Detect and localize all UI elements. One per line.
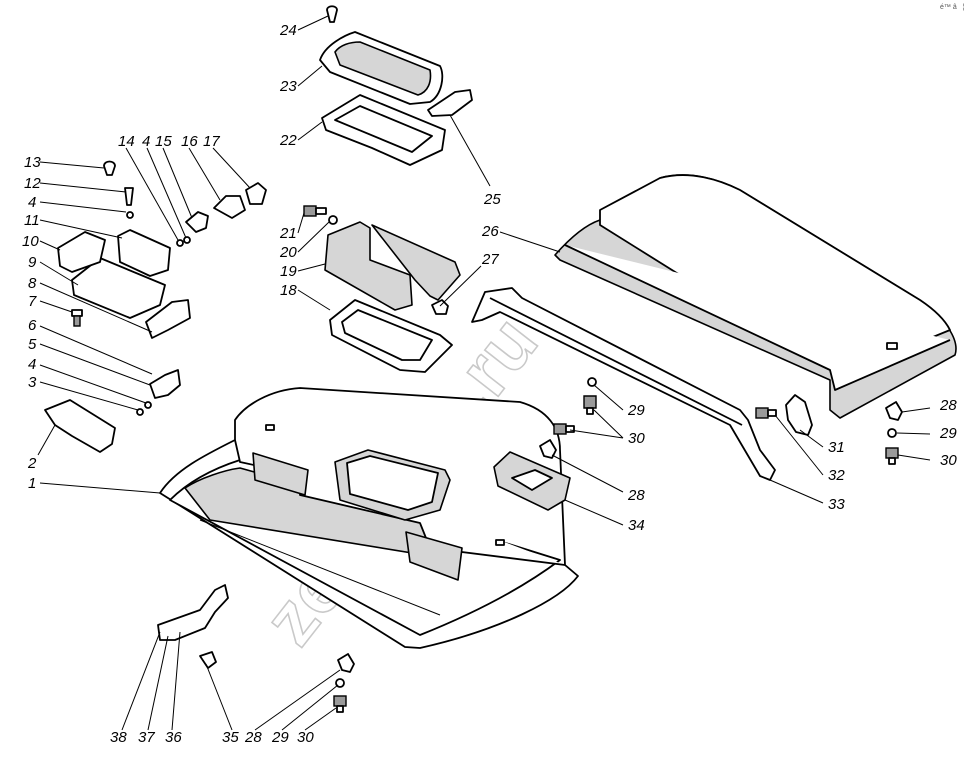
part-28-clip-right bbox=[885, 401, 903, 421]
part-7-screw bbox=[71, 309, 83, 327]
part-15-contact bbox=[185, 211, 209, 233]
part-10-lamp-housing bbox=[57, 231, 106, 273]
callout-26: 26 bbox=[481, 223, 499, 240]
part-4-washer-mid bbox=[183, 236, 191, 244]
corner-mark: é™ â¦ bbox=[940, 4, 964, 11]
callout-9: 9 bbox=[28, 254, 37, 271]
callout-36: 36 bbox=[165, 729, 182, 746]
part-2-handle bbox=[44, 399, 116, 453]
part-30-screw-b bbox=[553, 423, 575, 435]
part-36-bracket bbox=[157, 584, 229, 641]
part-33-rail bbox=[471, 287, 776, 481]
callout-12: 12 bbox=[24, 175, 41, 192]
callout-28: 28 bbox=[627, 487, 645, 504]
leader-lines bbox=[37, 15, 931, 731]
part-29-washer bbox=[587, 377, 597, 387]
callout-10: 10 bbox=[22, 233, 39, 250]
callout-24: 24 bbox=[279, 22, 297, 39]
part-29-washer-right bbox=[887, 428, 897, 438]
part-30-screw bbox=[583, 395, 597, 415]
callout-35: 35 bbox=[222, 729, 239, 746]
callout-2: 2 bbox=[27, 455, 37, 472]
callout-11: 11 bbox=[24, 212, 40, 229]
callout-8: 8 bbox=[28, 275, 37, 292]
callout-4c: 4 bbox=[142, 133, 150, 150]
callout-30r: 30 bbox=[940, 452, 957, 469]
callout-4: 4 bbox=[28, 356, 36, 373]
callout-17: 17 bbox=[203, 133, 220, 150]
callout-38: 38 bbox=[110, 729, 127, 746]
part-35-screw bbox=[199, 651, 217, 669]
part-27-stop bbox=[431, 299, 449, 315]
callout-1: 1 bbox=[28, 475, 36, 492]
part-8-clip bbox=[145, 299, 191, 339]
part-3-nut bbox=[136, 408, 144, 416]
callout-32: 32 bbox=[828, 467, 845, 484]
part-14-nut bbox=[176, 239, 184, 247]
callout-29: 29 bbox=[627, 402, 645, 419]
callout-29r: 29 bbox=[939, 425, 957, 442]
part-12-screw bbox=[124, 187, 134, 206]
callout-27: 27 bbox=[481, 251, 499, 268]
callout-16: 16 bbox=[181, 133, 198, 150]
callout-23: 23 bbox=[279, 78, 297, 95]
part-11-lens bbox=[117, 229, 171, 277]
callout-30b: 30 bbox=[297, 729, 314, 746]
callout-18: 18 bbox=[280, 282, 297, 299]
callout-13: 13 bbox=[24, 154, 41, 171]
callout-5: 5 bbox=[28, 336, 37, 353]
callout-29b: 29 bbox=[271, 729, 289, 746]
part-1-ceiling-panel bbox=[159, 387, 579, 649]
part-32-screw bbox=[755, 407, 777, 419]
part-30-screw-bottom bbox=[333, 695, 347, 713]
callout-20: 20 bbox=[279, 244, 297, 261]
part-28-clip bbox=[539, 439, 557, 459]
part-19-frame bbox=[324, 221, 413, 311]
callout-15: 15 bbox=[155, 133, 172, 150]
callout-7: 7 bbox=[28, 293, 37, 310]
callout-22: 22 bbox=[279, 132, 297, 149]
callout-30: 30 bbox=[628, 430, 645, 447]
part-17-switch bbox=[245, 182, 267, 205]
callout-25: 25 bbox=[483, 191, 501, 208]
callout-37: 37 bbox=[138, 729, 155, 746]
part-26-cover bbox=[554, 174, 957, 419]
part-21-screw bbox=[303, 205, 327, 217]
callout-6: 6 bbox=[28, 317, 37, 334]
part-6-bracket bbox=[149, 369, 181, 399]
part-16-socket bbox=[213, 195, 246, 219]
callout-31: 31 bbox=[828, 439, 845, 456]
part-13-screw bbox=[103, 160, 116, 176]
part-30-screw-right bbox=[885, 447, 899, 465]
part-4-washer-top bbox=[126, 211, 134, 219]
part-31-bracket bbox=[785, 394, 813, 436]
part-4-washer bbox=[144, 401, 152, 409]
callout-4b: 4 bbox=[28, 194, 36, 211]
part-25-hinge bbox=[427, 89, 473, 117]
callout-14: 14 bbox=[118, 133, 135, 150]
callout-34: 34 bbox=[628, 517, 645, 534]
part-28-clip-bottom bbox=[337, 653, 355, 673]
callout-labels: 1 2 3 4 5 6 7 8 9 10 11 4 12 13 14 4 15 … bbox=[22, 22, 957, 746]
callout-3: 3 bbox=[28, 374, 37, 391]
part-24-screw bbox=[326, 5, 338, 23]
callout-33: 33 bbox=[828, 496, 845, 513]
part-20-washer bbox=[328, 215, 338, 225]
callout-28r: 28 bbox=[939, 397, 957, 414]
callout-21: 21 bbox=[279, 225, 297, 242]
callout-19: 19 bbox=[280, 263, 297, 280]
callout-28b: 28 bbox=[244, 729, 262, 746]
